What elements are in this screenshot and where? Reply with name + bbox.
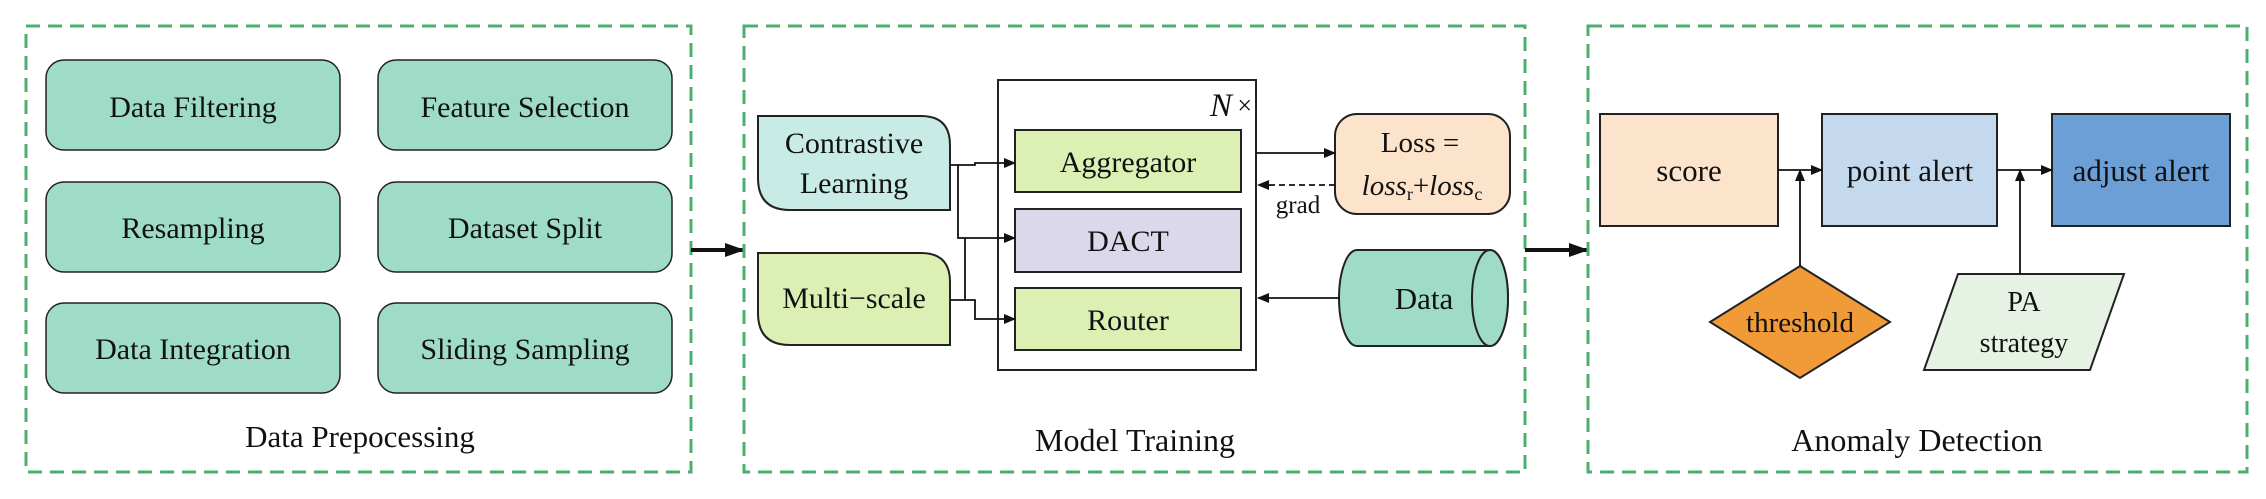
step-label: Feature Selection (420, 91, 629, 124)
loss-line1: Loss = (1381, 127, 1459, 159)
detection-border (1586, 24, 2249, 474)
stack-n-label: N (1209, 88, 1234, 124)
preprocessing-title: Data Prepocessing (245, 419, 475, 454)
contrastive-line1: Contrastive (785, 127, 923, 160)
input-connectors (950, 158, 1016, 324)
step-data-integration: Data Integration (45, 302, 341, 394)
step-dataset-split: Dataset Split (377, 181, 673, 273)
point-alert-box: point alert (1821, 113, 1998, 227)
multiscale-label: Multi−scale (782, 282, 926, 315)
adjust-alert-label: adjust alert (2073, 153, 2210, 188)
score-box: score (1599, 113, 1779, 227)
step-feature-selection: Feature Selection (377, 59, 673, 151)
step-label: Data Integration (95, 333, 291, 366)
model-stack: N × Aggregator DACT Router (997, 79, 1257, 371)
router-block: Router (1014, 287, 1242, 351)
multiscale-box: Multi−scale (757, 252, 951, 346)
step-label: Data Filtering (109, 91, 276, 124)
aggregator-label: Aggregator (1060, 146, 1197, 179)
contrastive-line2: Learning (800, 167, 908, 200)
data-label: Data (1395, 281, 1454, 316)
training-title: Model Training (1035, 422, 1235, 458)
data-cylinder: Data (1338, 249, 1509, 347)
detection-section: score point alert adjust alert threshold… (1586, 24, 2249, 474)
router-label: Router (1087, 304, 1169, 337)
adjust-alert-box: adjust alert (2051, 113, 2231, 227)
threshold-diamond: threshold (1708, 264, 1892, 380)
step-sliding-sampling: Sliding Sampling (377, 302, 673, 394)
point-alert-label: point alert (1847, 153, 1974, 188)
detection-title: Anomaly Detection (1791, 422, 2042, 458)
dact-block: DACT (1014, 208, 1242, 273)
pa-line2: strategy (1980, 328, 2069, 359)
dact-label: DACT (1087, 225, 1169, 258)
aggregator-block: Aggregator (1014, 129, 1242, 193)
step-label: Sliding Sampling (420, 333, 629, 366)
step-label: Resampling (121, 212, 264, 245)
step-data-filtering: Data Filtering (45, 59, 341, 151)
preprocessing-section: Data Filtering Feature Selection Resampl… (24, 24, 693, 474)
loss-formula: lossr+lossc (1362, 170, 1483, 204)
stack-times-label: × (1237, 91, 1252, 120)
pa-strategy-box: PA strategy (1922, 273, 2126, 371)
contrastive-learning-box: Contrastive Learning (757, 115, 951, 211)
step-resampling: Resampling (45, 181, 341, 273)
grad-label: grad (1276, 192, 1321, 219)
step-label: Dataset Split (448, 212, 603, 245)
threshold-label: threshold (1746, 307, 1854, 339)
loss-box: Loss = lossr+lossc (1334, 113, 1511, 215)
score-label: score (1656, 153, 1721, 188)
pa-line1: PA (2007, 287, 2041, 318)
training-section: Contrastive Learning Multi−scale N × Agg… (742, 24, 1527, 474)
